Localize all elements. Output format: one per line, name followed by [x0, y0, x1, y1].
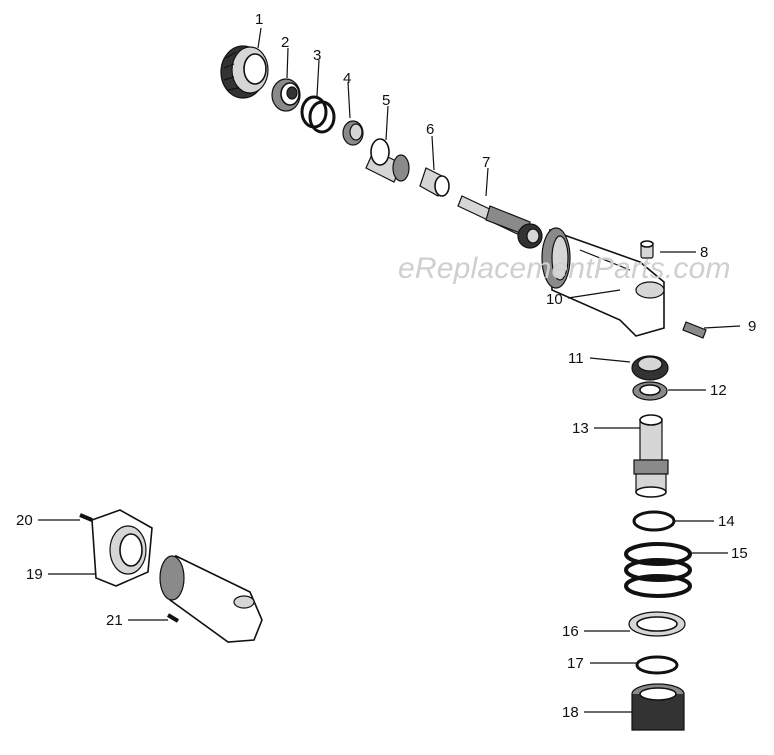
callout-1: 1 [255, 11, 264, 28]
assembled-gear-case [159, 554, 263, 643]
callout-12: 12 [710, 382, 727, 399]
part-13-output-shaft [633, 414, 669, 498]
watermark: eReplacementParts.com [398, 252, 731, 285]
callout-5: 5 [382, 92, 391, 109]
callout-21: 21 [106, 612, 123, 629]
part-9-set-screw [682, 321, 707, 339]
callout-9: 9 [748, 318, 757, 335]
part-11-bevel-gear [631, 355, 669, 381]
part-12-washer [632, 381, 668, 401]
callout-10: 10 [546, 291, 563, 308]
part-19-mount-flange [91, 509, 153, 587]
part-14-ring [632, 510, 676, 532]
callout-3: 3 [313, 47, 322, 64]
callout-14: 14 [718, 513, 735, 530]
callout-6: 6 [426, 121, 435, 138]
part-10-gear-case [541, 227, 665, 337]
part-3-snap-rings [300, 95, 336, 134]
part-18-retainer-cap [631, 683, 685, 731]
callout-11: 11 [568, 350, 584, 367]
callout-17: 17 [567, 655, 584, 672]
part-1-threaded-cap [220, 45, 269, 99]
part-8-screw [640, 240, 654, 259]
callout-13: 13 [572, 420, 589, 437]
part-21-pin [166, 613, 180, 623]
part-17-o-ring [635, 655, 679, 675]
part-5-sleeve [365, 138, 410, 183]
part-7-pinion-shaft [457, 195, 543, 249]
callout-4: 4 [343, 70, 352, 87]
part-16-ring [628, 611, 686, 637]
leader-lines [38, 27, 741, 713]
callout-7: 7 [482, 154, 491, 171]
part-6-bushing [419, 167, 450, 197]
callout-2: 2 [281, 34, 290, 51]
callout-16: 16 [562, 623, 579, 640]
callout-8: 8 [700, 244, 709, 261]
part-4-needle-bearing [342, 120, 364, 146]
callout-20: 20 [16, 512, 33, 529]
part-2-bearing [271, 78, 301, 112]
callout-18: 18 [562, 704, 579, 721]
part-20-pin [79, 513, 93, 522]
callout-19: 19 [26, 566, 43, 583]
part-15-spring [624, 542, 692, 598]
callout-15: 15 [731, 545, 748, 562]
